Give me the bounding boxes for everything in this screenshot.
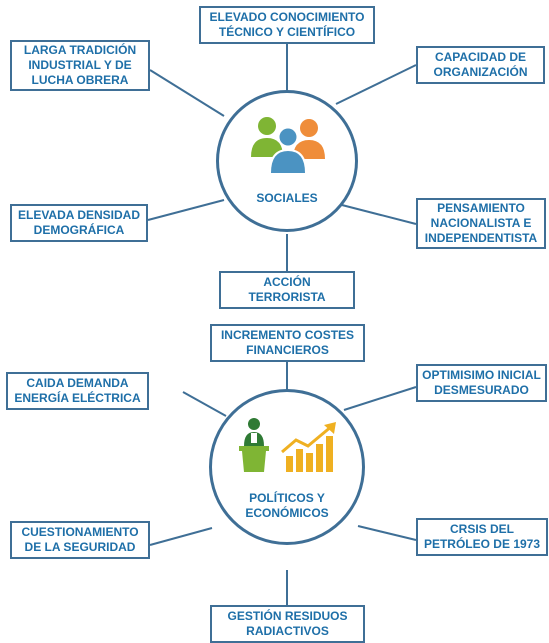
connector-line [357, 525, 417, 541]
factor-box: CUESTIONAMIENTO DE LA SEGURIDAD [10, 521, 150, 559]
factor-box: ACCIÓN TERRORISTA [219, 271, 355, 309]
center-label: SOCIALES [256, 191, 318, 205]
people-group-icon [251, 117, 325, 173]
factor-box: CRSIS DEL PETRÓLEO DE 1973 [416, 518, 548, 556]
factor-label: ACCIÓN TERRORISTA [248, 275, 326, 304]
factor-label: CAIDA DEMANDA ENERGÍA ELÉCTRICA [14, 376, 141, 405]
factor-label: ELEVADA DENSIDAD DEMOGRÁFICA [17, 208, 140, 237]
center-circle-sociales: SOCIALES [216, 90, 358, 232]
speaker-podium-icon [239, 418, 269, 472]
factor-box: CAIDA DEMANDA ENERGÍA ELÉCTRICA [6, 372, 149, 410]
connector-line [149, 527, 213, 546]
factor-label: ELEVADO CONOCIMIENTO TÉCNICO Y CIENTÍFIC… [209, 10, 365, 39]
center-circle-politicos-economicos: POLÍTICOS Y ECONÓMICOS [209, 389, 365, 545]
factor-box: ELEVADA DENSIDAD DEMOGRÁFICA [10, 204, 148, 242]
connector-line [182, 391, 227, 417]
factor-label: PENSAMIENTO NACIONALISTA E INDEPENDENTIS… [424, 201, 538, 245]
connector-line [343, 386, 417, 411]
connector-line [335, 64, 417, 105]
factor-label: GESTIÓN RESIDUOS RADIACTIVOS [227, 609, 348, 638]
factor-label: INCREMENTO COSTES FINANCIEROS [220, 328, 355, 357]
factor-box: CAPACIDAD DE ORGANIZACIÓN [416, 46, 545, 84]
connector-line [147, 199, 225, 221]
factor-label: CUESTIONAMIENTO DE LA SEGURIDAD [21, 525, 139, 554]
factor-box: ELEVADO CONOCIMIENTO TÉCNICO Y CIENTÍFIC… [199, 6, 375, 44]
factor-label: LARGA TRADICIÓN INDUSTRIAL Y DE LUCHA OB… [23, 43, 137, 87]
factor-label: CRSIS DEL PETRÓLEO DE 1973 [423, 522, 541, 551]
factor-box: INCREMENTO COSTES FINANCIEROS [210, 324, 365, 362]
center-label: POLÍTICOS Y ECONÓMICOS [245, 491, 329, 520]
factor-box: GESTIÓN RESIDUOS RADIACTIVOS [210, 605, 365, 643]
factor-label: OPTIMISIMO INICIAL DESMESURADO [422, 368, 541, 397]
factor-box: PENSAMIENTO NACIONALISTA E INDEPENDENTIS… [416, 198, 546, 249]
connector-line [337, 203, 417, 225]
factor-label: CAPACIDAD DE ORGANIZACIÓN [433, 50, 528, 79]
factor-box: OPTIMISIMO INICIAL DESMESURADO [416, 364, 547, 402]
growth-bar-chart-icon [281, 422, 336, 472]
factor-box: LARGA TRADICIÓN INDUSTRIAL Y DE LUCHA OB… [10, 40, 150, 91]
connector-line [149, 69, 225, 117]
